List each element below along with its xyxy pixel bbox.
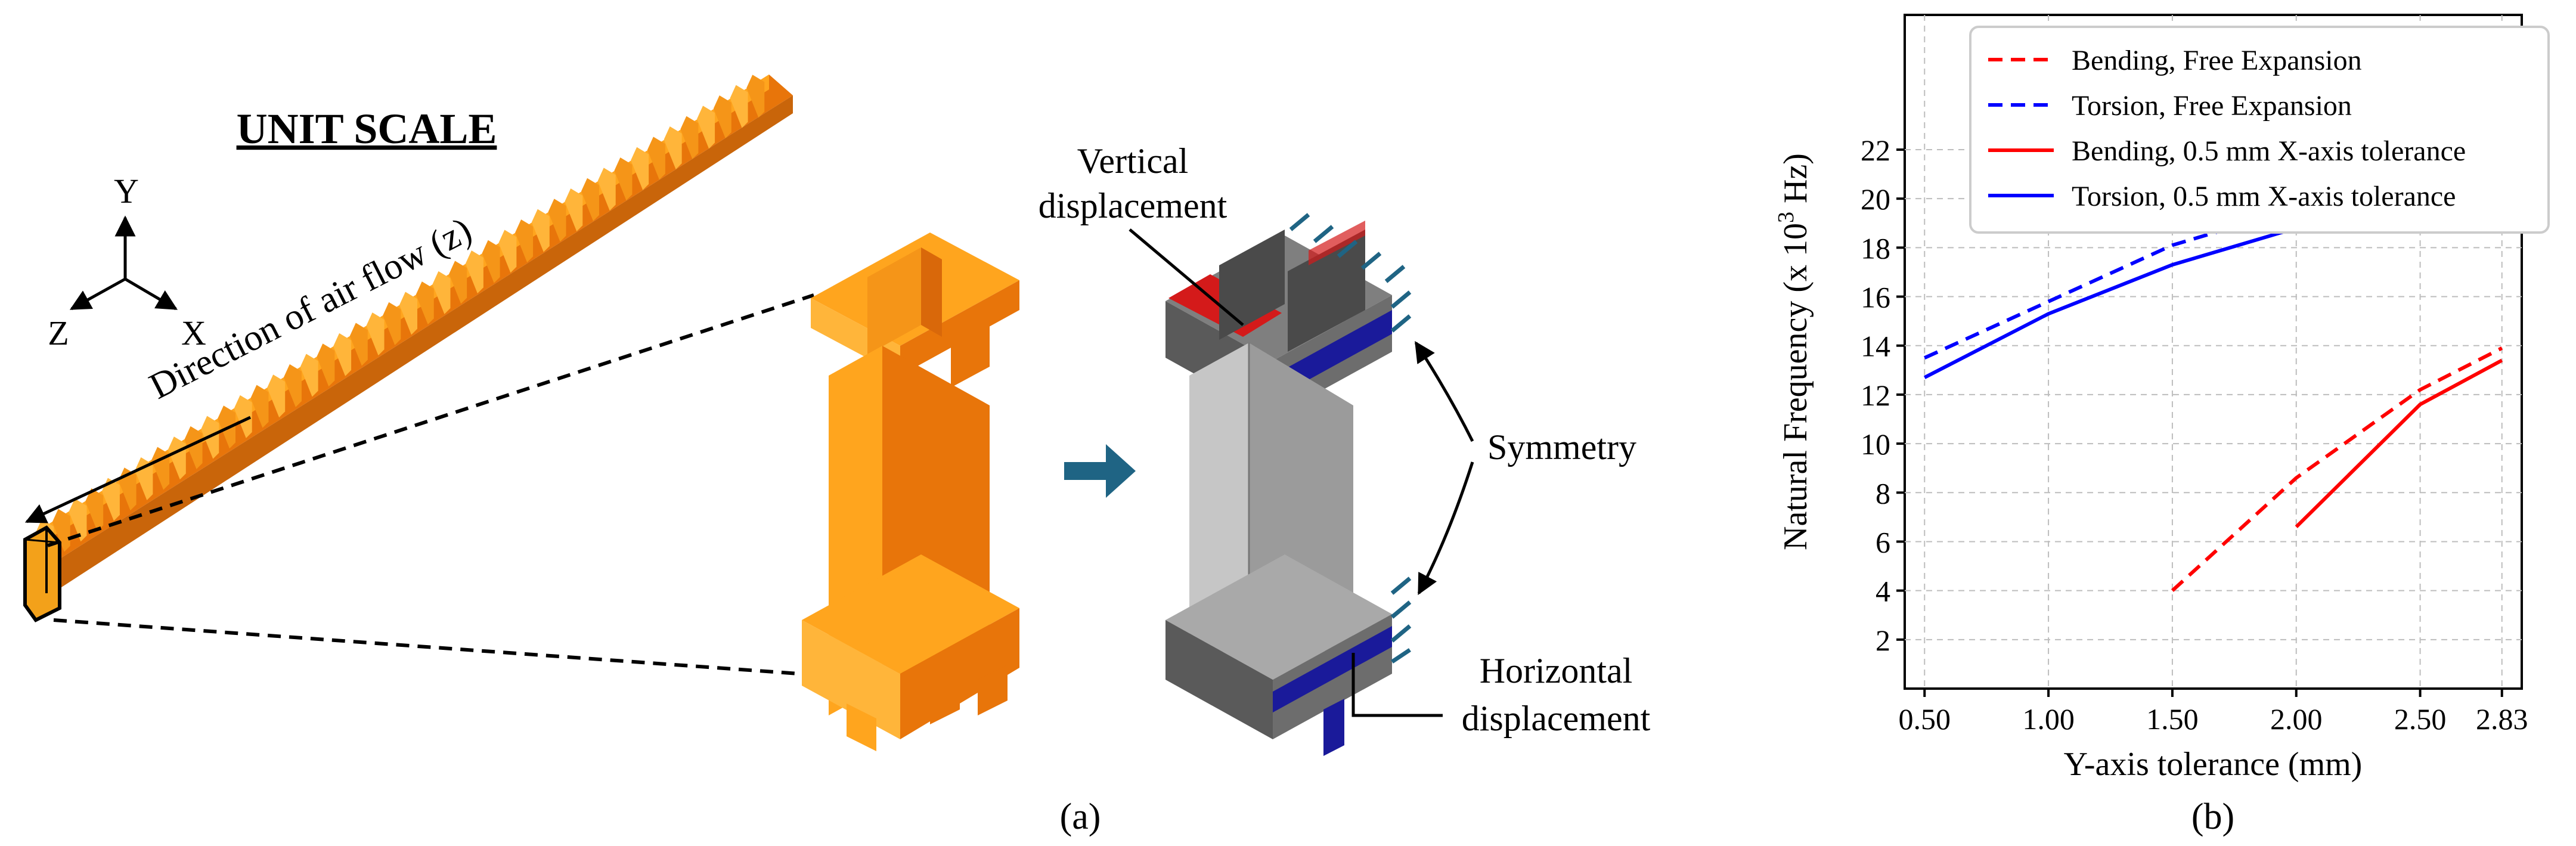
y-tick-label: 4 xyxy=(1876,575,1890,608)
panel-b-chart: 2 4 6 8 10 12 14 16 18 20 22 0.50 1.00 1.50 2.00 2.50 2… xyxy=(1774,14,2550,837)
unit-scale-title: UNIT SCALE xyxy=(237,105,497,153)
channel-fin xyxy=(416,281,434,325)
channel-fin xyxy=(383,302,401,345)
channel-fin xyxy=(531,209,550,252)
channel-fin xyxy=(85,488,104,531)
channel-fin xyxy=(250,385,269,428)
series-line xyxy=(2295,358,2503,528)
channel-fin xyxy=(432,271,451,314)
caption-a: (a) xyxy=(1060,797,1101,837)
channel-fin xyxy=(631,147,649,190)
channel-fin xyxy=(69,498,87,542)
vertical-displacement-leader xyxy=(1129,228,1244,326)
channel-fin xyxy=(581,178,599,221)
y-tick-label: 12 xyxy=(1861,379,1890,412)
channel-fin xyxy=(680,116,699,159)
legend-frame xyxy=(1969,26,2550,234)
y-axis-ticks: 2 4 6 8 10 12 14 16 18 20 22 xyxy=(1861,134,1905,657)
channel-fin xyxy=(333,333,352,376)
y-tick-label: 8 xyxy=(1876,476,1890,510)
horizontal-displacement-label-line1: Horizontal xyxy=(1480,651,1633,690)
caption-b: (b) xyxy=(2191,797,2234,837)
channel-fin xyxy=(283,364,302,407)
x-tick-label: 2.50 xyxy=(2394,702,2447,736)
symmetry-arrow-bottom xyxy=(1417,461,1474,596)
axis-x-label: X xyxy=(181,314,206,352)
channel-fin xyxy=(498,230,517,273)
y-tick-label: 22 xyxy=(1861,134,1890,167)
zoom-line-bottom xyxy=(53,618,799,675)
channel-fin xyxy=(317,343,335,387)
channel-fin xyxy=(664,126,682,170)
x-tick-label: 1.50 xyxy=(2146,702,2199,736)
y-tick-label: 16 xyxy=(1861,281,1890,314)
channel-fin xyxy=(449,261,467,304)
series-line xyxy=(2171,346,2503,592)
x-axis-ticks: 0.50 1.00 1.50 2.00 2.50 2.83 xyxy=(1899,689,2528,736)
channel-fin xyxy=(697,106,715,149)
x-tick-label: 1.00 xyxy=(2022,702,2075,736)
channel-fin xyxy=(597,168,616,211)
channel-fin xyxy=(614,157,633,201)
legend-label: Bending, 0.5 mm X-axis tolerance xyxy=(2072,135,2466,167)
channel-fin xyxy=(465,250,483,294)
channel-fin xyxy=(730,85,748,128)
x-axis-label: Y-axis tolerance (mm) xyxy=(2064,746,2363,783)
vertical-displacement-label-line2: displacement xyxy=(1039,186,1227,225)
channel-fin xyxy=(267,374,286,418)
channel-fin xyxy=(101,478,120,521)
zoom-line-top xyxy=(47,293,814,547)
vertical-displacement-label-line1: Vertical xyxy=(1077,141,1189,181)
channel-fin xyxy=(399,292,417,335)
y-axis-label: Natural Frequency (x 103 Hz) xyxy=(1774,153,1814,550)
channel-fin xyxy=(548,199,566,242)
symmetry-label: Symmetry xyxy=(1487,427,1636,467)
channel-fin xyxy=(565,188,583,232)
x-tick-label: 2.83 xyxy=(2476,702,2528,736)
horizontal-displacement-leader xyxy=(1351,653,1443,717)
transform-arrow xyxy=(1064,444,1136,498)
symmetry-arrow-top xyxy=(1414,341,1474,442)
axis-z-label: Z xyxy=(48,314,69,352)
horizontal-displacement-label-line2: displacement xyxy=(1462,699,1651,738)
channel-fin xyxy=(234,395,252,438)
channel-fin xyxy=(713,95,731,139)
y-tick-label: 14 xyxy=(1861,330,1890,363)
channel-fin xyxy=(746,75,765,118)
panel-a-illustration: UNIT SCALE Y Z X Direction of air flow (… xyxy=(23,75,1651,837)
x-tick-label: 2.00 xyxy=(2270,702,2323,736)
air-flow-arrow xyxy=(24,416,252,523)
channel-fin xyxy=(168,436,186,480)
channel-strip-illustration xyxy=(24,75,793,596)
channel-fin xyxy=(52,509,70,552)
y-tick-label: 2 xyxy=(1876,624,1890,657)
coordinate-axes: Y Z X xyxy=(48,172,206,352)
y-tick-label: 18 xyxy=(1861,231,1890,265)
legend-label: Torsion, 0.5 mm X-axis tolerance xyxy=(2072,181,2456,212)
y-tick-label: 20 xyxy=(1861,182,1890,216)
channel-fin xyxy=(482,240,500,283)
channel-fin xyxy=(366,312,385,356)
channel-fin xyxy=(515,219,534,263)
legend-label: Torsion, Free Expansion xyxy=(2072,90,2352,122)
channel-fin xyxy=(647,137,665,180)
channel-fin xyxy=(300,354,318,397)
highlighted-unit-cell xyxy=(23,525,61,622)
zoomed-unit-cell xyxy=(802,233,1019,751)
channel-fin xyxy=(184,426,203,469)
legend-label: Bending, Free Expansion xyxy=(2072,45,2362,76)
fe-model-unit-cell xyxy=(1165,213,1412,756)
y-tick-label: 10 xyxy=(1861,427,1890,461)
axis-y-label: Y xyxy=(114,172,139,210)
x-tick-label: 0.50 xyxy=(1899,702,1951,736)
channel-fins xyxy=(36,75,765,562)
channel-fin xyxy=(349,323,368,366)
y-tick-label: 6 xyxy=(1876,525,1890,559)
